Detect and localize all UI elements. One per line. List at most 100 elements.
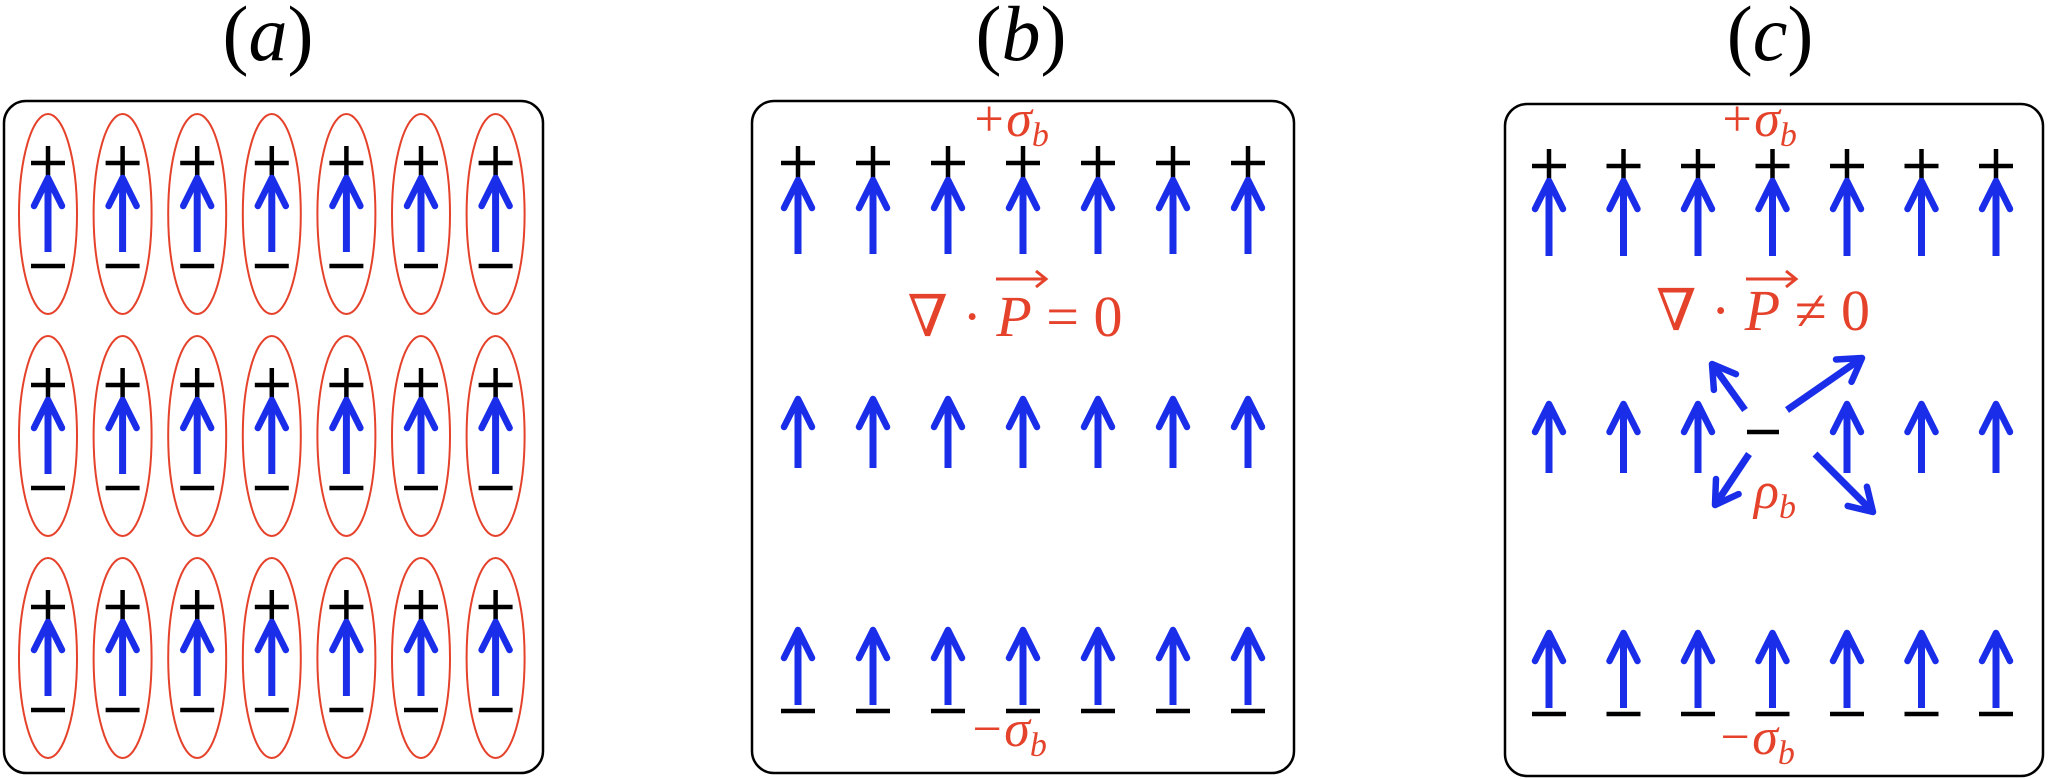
arrow-up-icon [1606,177,1641,256]
arrow-up-icon [1080,395,1116,468]
arrow-up-icon [1606,400,1641,473]
dipole-ellipse [241,335,302,537]
plus-charge-icon [404,146,438,180]
plus-charge-icon [180,146,215,180]
plus-charge-icon [1532,149,1566,183]
arrow-up-icon [105,618,140,696]
arrow-up-icon [855,176,891,254]
arrow-up-icon [1005,626,1041,705]
diverging-arrow-downleft-icon [1711,452,1752,509]
arrow-up-icon [30,396,66,474]
plus-charge-icon [105,590,140,624]
plus-charge-icon [478,590,513,624]
plus-charge-icon [781,146,815,180]
plus-charge-icon [856,146,890,180]
plus-charge-icon [1231,146,1265,180]
plus-charge-icon [1006,146,1040,180]
arrow-up-icon [1978,400,2014,473]
arrow-up-icon [1155,626,1191,705]
diverging-arrow-downright-icon [1812,451,1877,516]
plus-charge-icon [931,146,965,180]
dipole-ellipse [316,557,377,759]
arrow-up-icon [403,174,439,252]
panel-c-bottom-surface-charge: −σb [1717,709,1795,772]
arrow-up-icon [254,396,290,474]
dipole-ellipse [92,335,153,537]
arrow-up-icon [855,626,891,705]
dipole-ellipse [92,557,153,759]
arrow-up-icon [1680,177,1716,256]
arrow-up-icon [329,618,364,696]
arrow-up-icon [1978,629,2014,708]
dipole-ellipse [391,335,451,537]
plus-charge-icon [1904,149,1939,183]
arrow-up-icon [329,396,364,474]
arrow-up-icon [403,618,439,696]
arrow-up-icon [1978,177,2014,256]
arrow-up-icon [1155,395,1191,468]
dipole-ellipse [316,113,377,315]
arrow-up-icon [1904,400,1939,473]
panel-c-volume-charge: ρb [1752,463,1796,526]
arrow-up-icon [1829,629,1865,708]
arrow-up-icon [478,618,513,696]
plus-charge-icon [329,146,364,180]
plus-charge-icon [105,146,140,180]
plus-charge-icon [478,146,513,180]
arrow-up-icon [1680,629,1716,708]
arrow-up-icon [930,176,966,254]
dipole-ellipse [92,113,153,315]
plus-charge-icon [254,146,289,180]
arrow-up-icon [1531,400,1567,473]
plus-charge-icon [180,590,215,624]
plus-charge-icon [1755,149,1790,183]
panel-c-top-surface-charge: +σb [1719,91,1797,154]
plus-charge-icon [254,590,289,624]
diverging-arrow-upright-icon [1785,354,1866,413]
arrow-up-icon [1230,626,1266,705]
panel-c-box [1503,102,2045,778]
plus-charge-icon [31,590,65,624]
arrow-up-icon [30,618,66,696]
arrow-up-icon [855,395,891,468]
dipole-ellipse [391,113,451,315]
plus-charge-icon [1979,149,2013,183]
plus-charge-icon [1156,146,1190,180]
arrow-up-icon [30,174,66,252]
arrow-up-icon [1680,400,1716,473]
plus-charge-icon [180,368,215,402]
arrow-up-icon [780,395,816,468]
arrow-up-icon [930,395,966,468]
panel-b-arrows [780,146,1266,714]
dipole-ellipse [18,557,78,759]
panel-b-bottom-surface-charge: −σb [969,701,1047,764]
arrow-up-icon [1904,629,1939,708]
plus-charge-icon [1081,146,1115,180]
dipole-ellipse [465,113,526,315]
plus-charge-icon [404,590,438,624]
panel-a-dipoles [18,113,526,759]
arrow-up-icon [105,174,140,252]
panel-a-box [2,99,545,775]
dipole-ellipse [465,335,526,537]
panel-b-box [750,99,1296,775]
arrow-up-icon [1005,176,1041,254]
plus-charge-icon [329,368,364,402]
dipole-ellipse [241,113,302,315]
arrow-up-icon [780,176,816,254]
arrow-up-icon [1829,177,1865,256]
arrow-up-icon [1080,176,1116,254]
panel-b-label: (b) [976,0,1067,77]
dipole-ellipse [167,557,228,759]
diverging-arrow-upleft-icon [1708,360,1748,413]
plus-charge-icon [329,590,364,624]
dipole-ellipse [391,557,451,759]
dipole-ellipse [18,335,78,537]
arrow-up-icon [780,626,816,705]
arrow-up-icon [1155,176,1191,254]
plus-charge-icon [404,368,438,402]
plus-charge-icon [1681,149,1715,183]
arrow-up-icon [1904,177,1939,256]
dipole-ellipse [241,557,302,759]
